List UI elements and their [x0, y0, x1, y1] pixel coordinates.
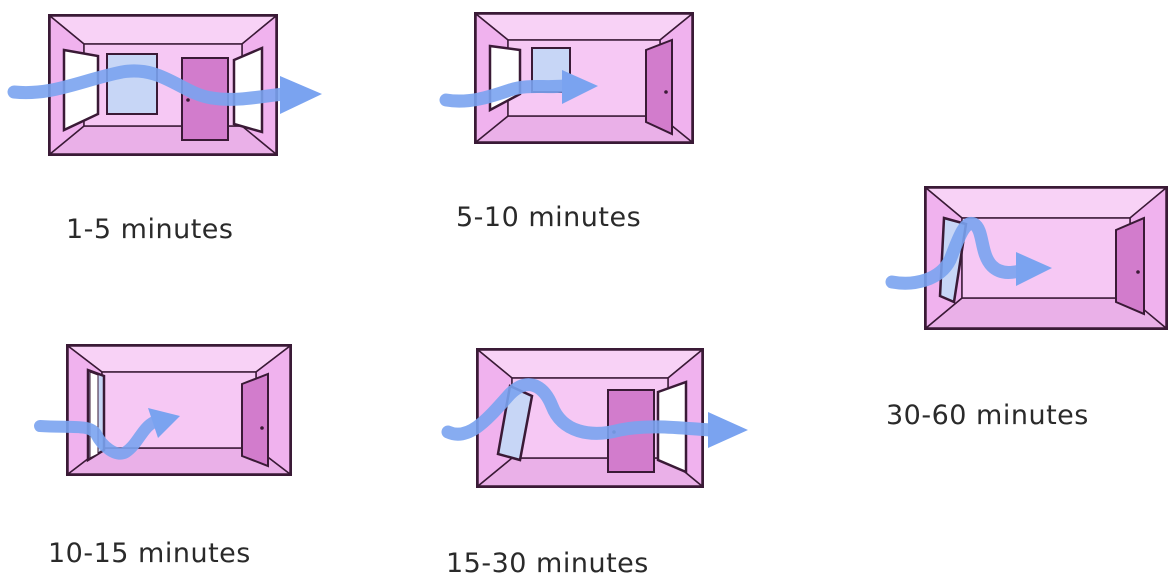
duration-label-30-60: 30-60 minutes — [886, 400, 1089, 431]
room-illustration-30-60 — [884, 184, 1174, 334]
duration-label-15-30: 15-30 minutes — [446, 548, 649, 579]
duration-label-5-10: 5-10 minutes — [456, 202, 641, 233]
room-illustration-10-15 — [30, 342, 300, 482]
door-icon — [646, 40, 672, 134]
door-icon — [242, 374, 268, 466]
room-illustration-1-5 — [12, 10, 332, 160]
door-icon — [1116, 218, 1144, 314]
room-illustration-15-30 — [440, 346, 760, 494]
duration-label-1-5: 1-5 minutes — [66, 214, 233, 245]
room-illustration-5-10 — [440, 10, 710, 150]
duration-label-10-15: 10-15 minutes — [48, 538, 251, 569]
